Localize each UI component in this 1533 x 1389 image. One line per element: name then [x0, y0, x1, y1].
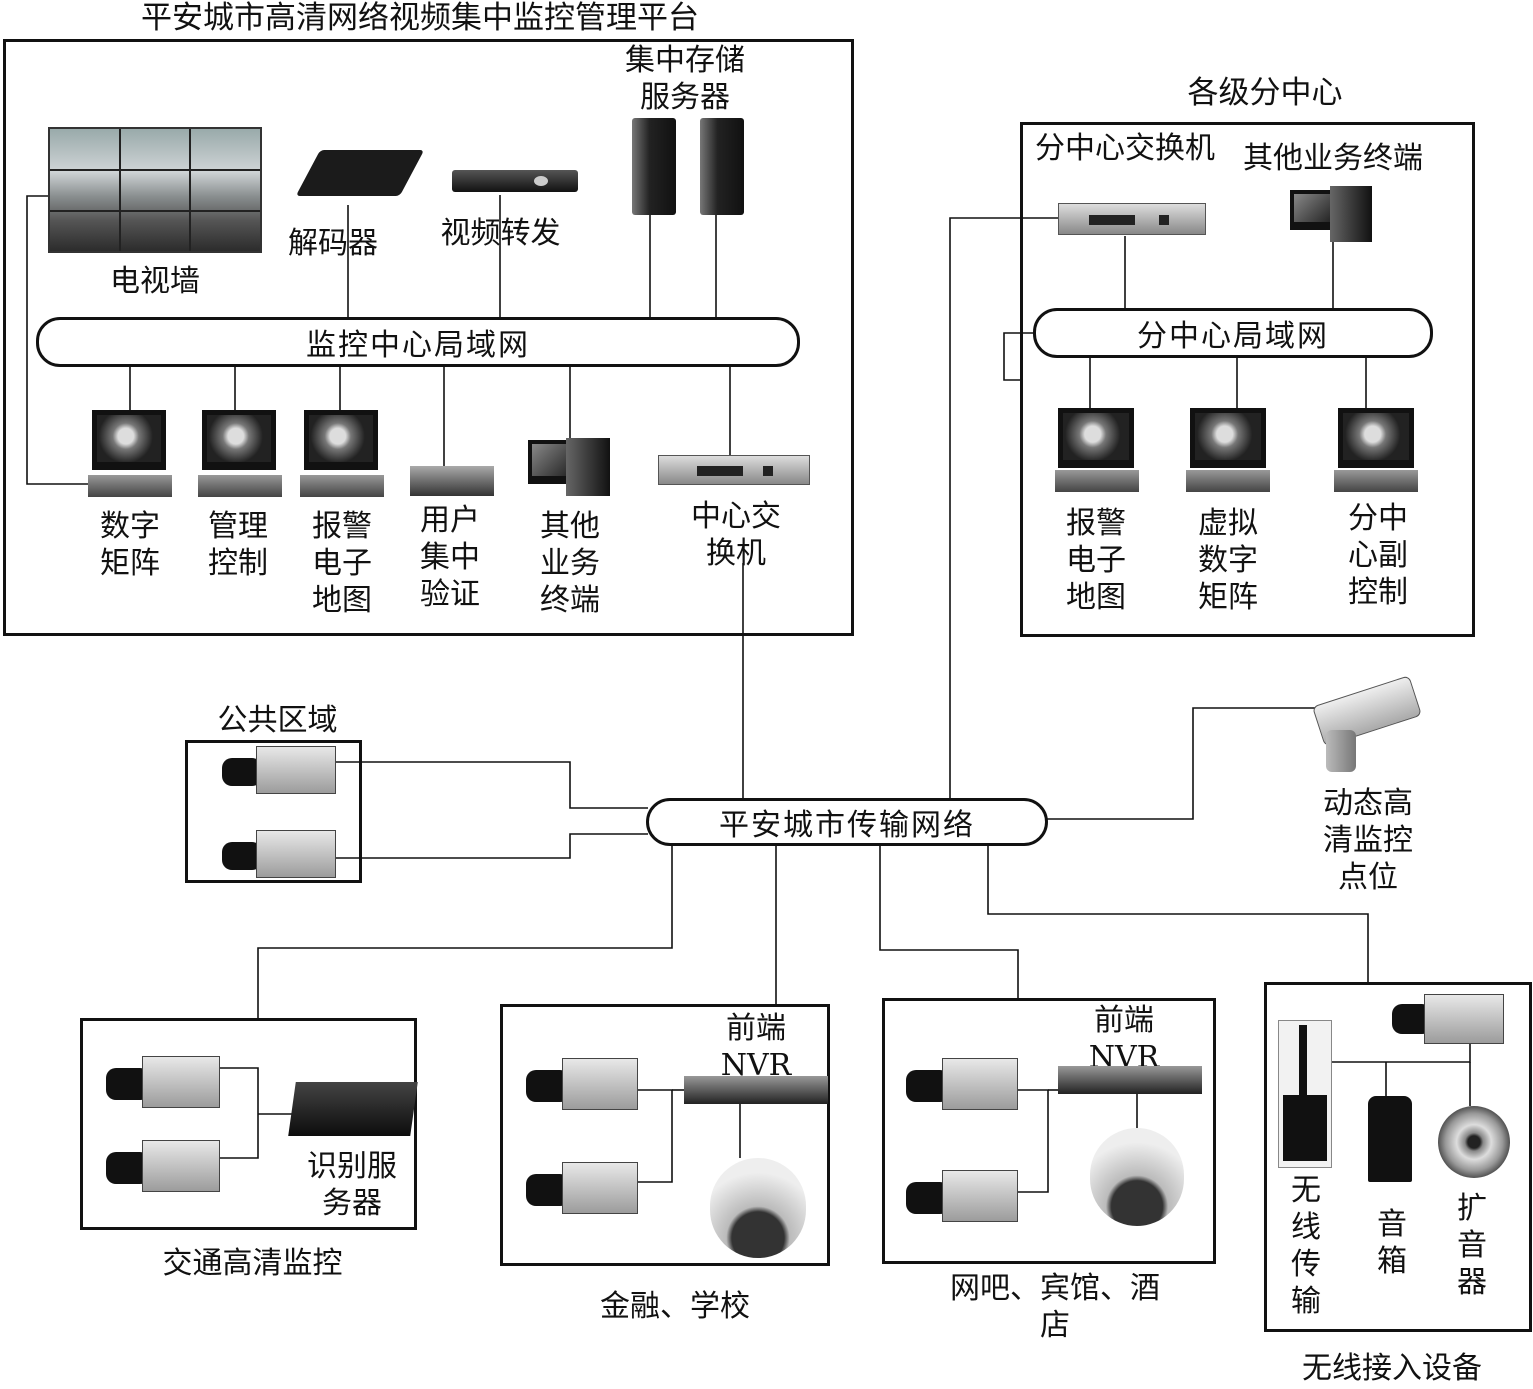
sub-center-title: 各级分中心 [1187, 75, 1343, 111]
box-camera-icon [142, 1056, 220, 1108]
alarm-map-label: 报警电子地图 [312, 509, 372, 618]
digital-matrix-label: 数字矩阵 [100, 509, 160, 581]
other-terminal-label: 其他业务终端 [540, 509, 600, 618]
pc-icon [1290, 190, 1336, 230]
box-camera-icon [256, 830, 336, 878]
box-camera-icon [562, 1162, 638, 1214]
center-lan-bar: 监控中心局域网 [36, 317, 800, 367]
sub-switch-icon [1058, 203, 1206, 235]
platform-title: 平安城市高清网络视频集中监控管理平台 [141, 0, 699, 36]
center-switch-label: 中心交换机 [691, 499, 781, 571]
monitor-icon [92, 410, 166, 470]
box-camera-icon [1424, 994, 1504, 1044]
traffic-label: 交通高清监控 [162, 1246, 343, 1281]
host-unit-icon [1055, 470, 1139, 492]
netbar-label: 网吧、宾馆、酒店 [950, 1271, 1160, 1343]
host-unit-icon [198, 475, 282, 497]
city-transmission-network: 平安城市传输网络 [646, 798, 1048, 846]
wireless-box [1264, 982, 1532, 1332]
wireless-transmission-label: 无线传输 [1291, 1173, 1321, 1319]
host-unit-icon [1186, 470, 1270, 492]
monitor-icon [1190, 408, 1266, 468]
traffic-box [80, 1018, 417, 1230]
recognition-server-label: 识别服务器 [307, 1149, 397, 1221]
finance-label: 金融、学校 [600, 1289, 750, 1324]
box-camera-icon [256, 746, 336, 794]
sub-other-terminal-label: 其他业务终端 [1243, 141, 1423, 176]
sub-lan-bar: 分中心局域网 [1033, 308, 1433, 358]
host-unit-icon [1334, 470, 1418, 492]
finance-nvr-label: 前端NVR [720, 1011, 792, 1083]
monitor-icon [304, 410, 378, 470]
storage-server-icon [700, 118, 744, 215]
finance-box [500, 1004, 830, 1266]
wireless-label: 无线接入设备 [1302, 1351, 1482, 1386]
box-camera-icon [942, 1170, 1018, 1222]
tv-wall-label: 电视墙 [110, 264, 200, 299]
pc-tower-icon [1330, 186, 1372, 242]
box-camera-icon [142, 1140, 220, 1192]
box-camera-icon [222, 758, 262, 786]
public-area-label: 公共区域 [217, 703, 338, 738]
sub-switch-label: 分中心交换机 [1035, 131, 1215, 166]
storage-server-icon [632, 118, 676, 215]
tv-wall-icon [48, 127, 262, 253]
box-camera-icon [942, 1058, 1018, 1110]
management-control-label: 管理控制 [208, 509, 268, 581]
monitor-icon [1058, 408, 1134, 468]
loudspeaker-icon [1438, 1106, 1510, 1178]
dome-camera-icon [1090, 1128, 1184, 1226]
monitoring-center-box [3, 39, 854, 636]
speaker-label: 音箱 [1377, 1207, 1407, 1279]
host-unit-icon [88, 475, 172, 497]
video-forward-device-icon [452, 170, 578, 192]
box-camera-icon [562, 1058, 638, 1110]
speaker-icon [1368, 1096, 1412, 1182]
nvr-icon [684, 1076, 828, 1104]
storage-server-label: 集中存储服务器 [625, 43, 745, 115]
auth-server-icon [410, 466, 494, 496]
nvr-icon [1058, 1066, 1202, 1094]
loudspeaker-label: 扩音器 [1457, 1191, 1487, 1300]
host-unit-icon [300, 475, 384, 497]
public-area-box [185, 740, 362, 883]
dome-camera-icon [710, 1158, 806, 1258]
monitor-icon [202, 410, 276, 470]
box-camera-icon [222, 842, 262, 870]
dynamic-point-label: 动态高清监控点位 [1323, 786, 1413, 895]
user-auth-label: 用户集中验证 [420, 503, 480, 612]
decoder-label: 解码器 [288, 226, 378, 261]
sub-control-label: 分中心副控制 [1348, 501, 1408, 610]
netbar-nvr-label: 前端NVR [1088, 1003, 1160, 1075]
virtual-matrix-label: 虚拟数字矩阵 [1198, 506, 1258, 615]
pc-tower-icon [566, 438, 610, 496]
ptz-mount-icon [1326, 730, 1356, 772]
monitor-icon [1338, 408, 1414, 468]
wireless-transmitter-icon [1278, 1020, 1332, 1168]
video-forward-label: 视频转发 [440, 216, 561, 251]
netbar-box [882, 998, 1216, 1264]
recognition-server-icon [288, 1082, 418, 1136]
sub-center-box [1020, 122, 1475, 637]
center-switch-icon [658, 455, 810, 485]
sub-alarm-map-label: 报警电子地图 [1066, 506, 1126, 615]
